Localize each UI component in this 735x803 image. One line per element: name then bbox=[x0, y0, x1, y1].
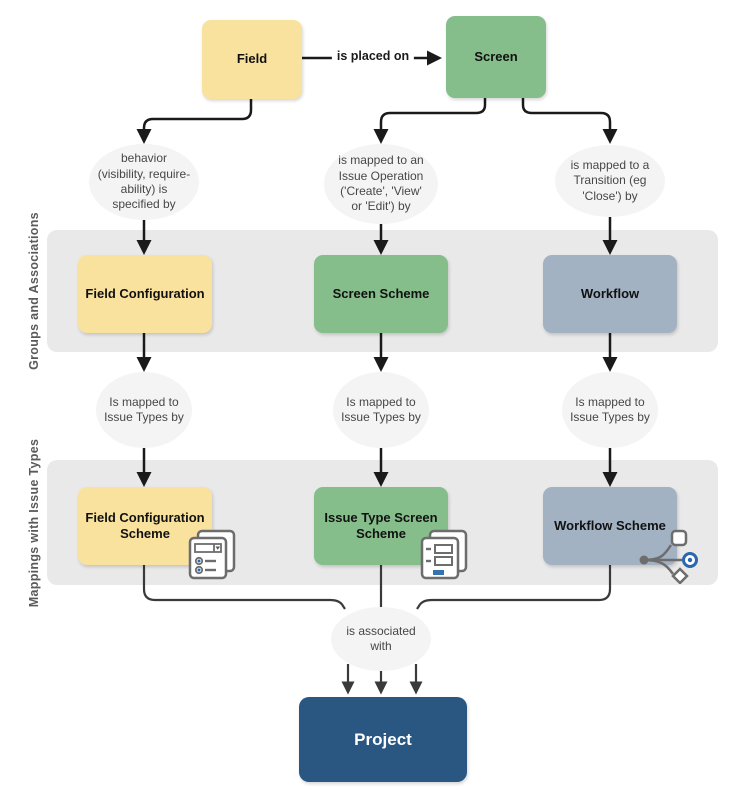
band-label-mappings: Mappings with Issue Types bbox=[27, 438, 41, 608]
edge-screen-to-issue-operation bbox=[373, 98, 487, 144]
workflow-branch-icon bbox=[639, 529, 698, 584]
node-screen: Screen bbox=[446, 16, 546, 98]
node-issue-type-screen-scheme: Issue Type Screen Scheme bbox=[314, 487, 448, 565]
ellipse-issue-types-workflow: Is mapped to Issue Types by bbox=[562, 372, 658, 448]
edge-wfs-to-associated bbox=[416, 565, 612, 610]
node-workflow: Workflow bbox=[543, 255, 677, 333]
ellipse-associated-with: is associated with bbox=[331, 607, 431, 671]
edge-field-to-behavior bbox=[136, 99, 253, 144]
band-label-groups: Groups and Associations bbox=[27, 212, 41, 370]
ellipse-issue-types-screen: Is mapped to Issue Types by bbox=[333, 372, 429, 448]
ellipse-issue-operation: is mapped to an Issue Operation ('Create… bbox=[324, 144, 438, 224]
node-field-configuration: Field Configuration bbox=[78, 255, 212, 333]
node-screen-scheme: Screen Scheme bbox=[314, 255, 448, 333]
node-field-configuration-scheme: Field Configuration Scheme bbox=[78, 487, 212, 565]
node-field: Field bbox=[202, 20, 302, 99]
form-fields-stack-icon bbox=[188, 529, 236, 580]
ellipse-transition: is mapped to a Transition (eg 'Close') b… bbox=[555, 145, 665, 217]
node-workflow-scheme: Workflow Scheme bbox=[543, 487, 677, 565]
screen-forms-stack-icon bbox=[420, 529, 468, 580]
edge-label-is-placed-on: is placed on bbox=[331, 49, 415, 63]
ellipse-issue-types-field: Is mapped to Issue Types by bbox=[96, 372, 192, 448]
edge-fcs-to-associated bbox=[142, 565, 346, 610]
edge-screen-to-transition bbox=[521, 98, 618, 144]
node-project: Project bbox=[299, 697, 467, 782]
ellipse-field-behavior: behavior (visibility, require- ability) … bbox=[89, 144, 199, 220]
